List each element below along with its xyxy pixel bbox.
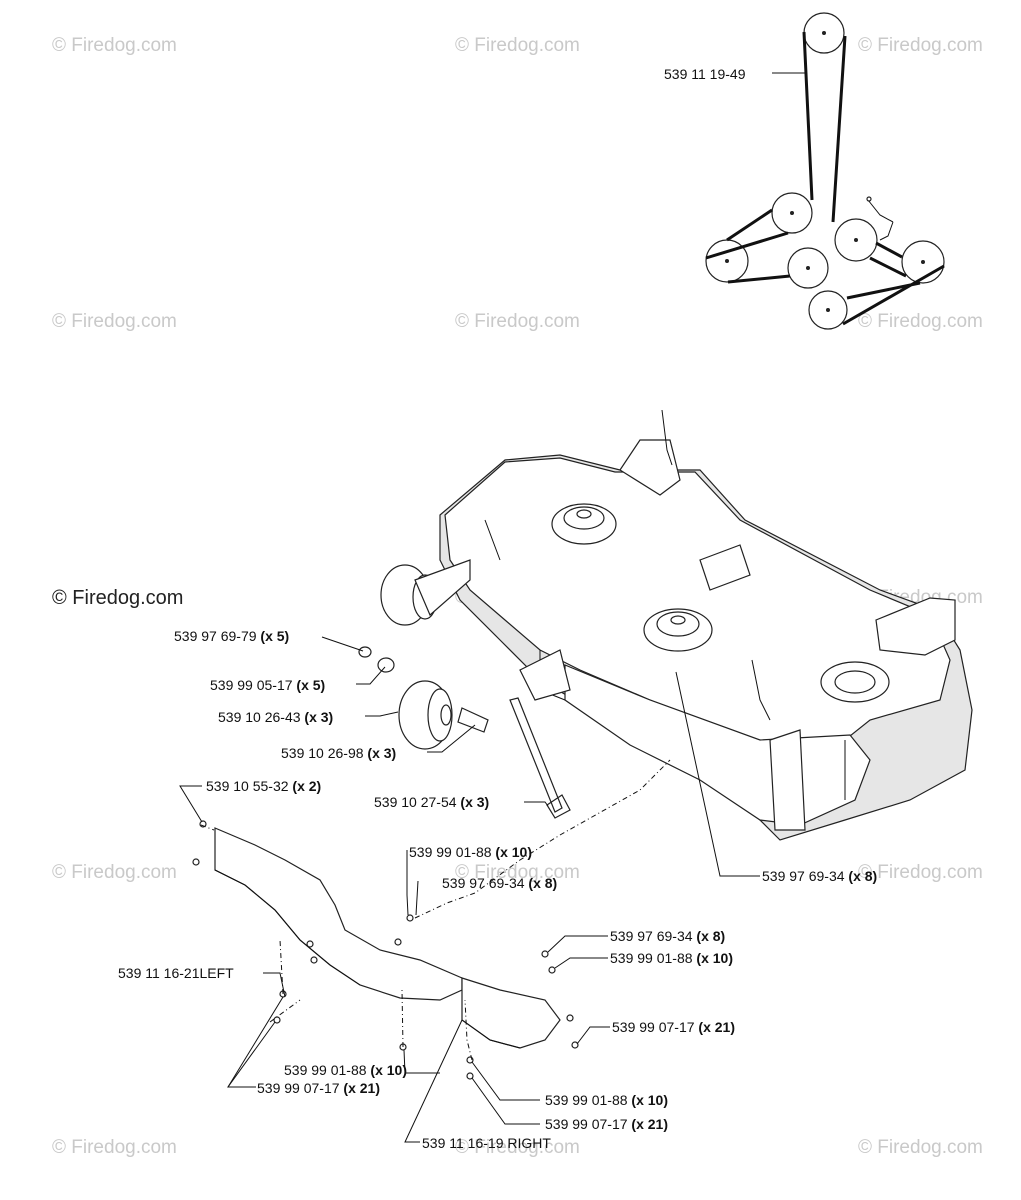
part-number: 539 10 26-43: [218, 709, 301, 725]
watermark: © Firedog.com: [858, 862, 983, 883]
quantity: (x 2): [292, 778, 322, 794]
part-label-left-shield: 539 11 16-21LEFT: [118, 965, 234, 981]
quantity: (x 10): [370, 1062, 407, 1078]
watermark-main: © Firedog.com: [52, 587, 184, 609]
quantity: (x 21): [698, 1019, 735, 1035]
part-number: 539 99 07-17: [257, 1080, 340, 1096]
part-label-right-shield: 539 11 16-19 RIGHT: [422, 1135, 551, 1151]
quantity: (x 10): [631, 1092, 668, 1108]
part-label-washer: 539 99 05-17 (x 5): [210, 677, 325, 693]
watermark: © Firedog.com: [52, 1137, 177, 1158]
watermark: © Firedog.com: [455, 35, 580, 56]
watermark: © Firedog.com: [455, 1137, 580, 1158]
watermark: © Firedog.com: [858, 35, 983, 56]
watermark: © Firedog.com: [52, 35, 177, 56]
watermark: © Firedog.com: [858, 311, 983, 332]
watermark: © Firedog.com: [455, 311, 580, 332]
quantity: (x 3): [304, 709, 334, 725]
part-label-bolt-right: 539 99 07-17 (x 21): [612, 1019, 735, 1035]
quantity: (x 3): [367, 745, 397, 761]
watermark: © Firedog.com: [455, 862, 580, 883]
part-label-washer-bottom-left: 539 99 01-88 (x 10): [284, 1062, 407, 1078]
spacer: [457, 707, 489, 733]
part-label-nut: 539 97 69-79 (x 5): [174, 628, 289, 644]
quantity: (x 8): [528, 875, 558, 891]
mower-deck: [380, 409, 973, 841]
part-number: 539 99 07-17: [545, 1116, 628, 1132]
part-label-washer-top: 539 99 01-88 (x 10): [409, 844, 532, 860]
part-label-washer-right: 539 99 01-88 (x 10): [610, 950, 733, 966]
quantity: (x 10): [495, 844, 532, 860]
part-number: 539 99 01-88: [284, 1062, 367, 1078]
watermark: © Firedog.com: [858, 1137, 983, 1158]
part-label-axle-bolt: 539 10 27-54 (x 3): [374, 794, 489, 810]
part-number: 539 99 05-17: [210, 677, 293, 693]
part-number: 539 10 55-32: [206, 778, 289, 794]
quantity: (x 8): [848, 868, 878, 884]
part-number: 539 97 69-79: [174, 628, 257, 644]
part-label-bolt-bottom-left: 539 99 07-17 (x 21): [257, 1080, 380, 1096]
quantity: (x 10): [696, 950, 733, 966]
part-number: 539 99 01-88: [545, 1092, 628, 1108]
quantity: (x 5): [260, 628, 290, 644]
quantity: (x 8): [696, 928, 726, 944]
part-label-bolt-bottom-mid: 539 99 07-17 (x 21): [545, 1116, 668, 1132]
part-label-washer-bottom-mid: 539 99 01-88 (x 10): [545, 1092, 668, 1108]
quantity: (x 3): [460, 794, 490, 810]
watermark: © Firedog.com: [52, 311, 177, 332]
part-label-nut-deck: 539 97 69-34 (x 8): [762, 868, 877, 884]
part-label-wheel: 539 10 26-43 (x 3): [218, 709, 333, 725]
part-number: 539 10 27-54: [374, 794, 457, 810]
part-label-nut-right: 539 97 69-34 (x 8): [610, 928, 725, 944]
hardware: [358, 646, 571, 819]
part-number: 539 97 69-34: [610, 928, 693, 944]
quantity: (x 21): [343, 1080, 380, 1096]
belt-diagram: [705, 12, 945, 330]
part-number: 539 97 69-34: [442, 875, 525, 891]
part-number: 539 99 01-88: [610, 950, 693, 966]
part-label-spacer: 539 10 26-98 (x 3): [281, 745, 396, 761]
part-number: 539 97 69-34: [762, 868, 845, 884]
leader-lines: [179, 636, 760, 1143]
part-number: 539 99 01-88: [409, 844, 492, 860]
part-label-nut-top: 539 97 69-34 (x 8): [442, 875, 557, 891]
shields: [192, 759, 671, 1080]
part-number: 539 10 26-98: [281, 745, 364, 761]
part-label-belt: 539 11 19-49: [664, 66, 746, 82]
part-number: 539 99 07-17: [612, 1019, 695, 1035]
part-label-clip: 539 10 55-32 (x 2): [206, 778, 321, 794]
quantity: (x 21): [631, 1116, 668, 1132]
right-shield: [461, 977, 561, 1049]
watermark: © Firedog.com: [52, 862, 177, 883]
quantity: (x 5): [296, 677, 326, 693]
